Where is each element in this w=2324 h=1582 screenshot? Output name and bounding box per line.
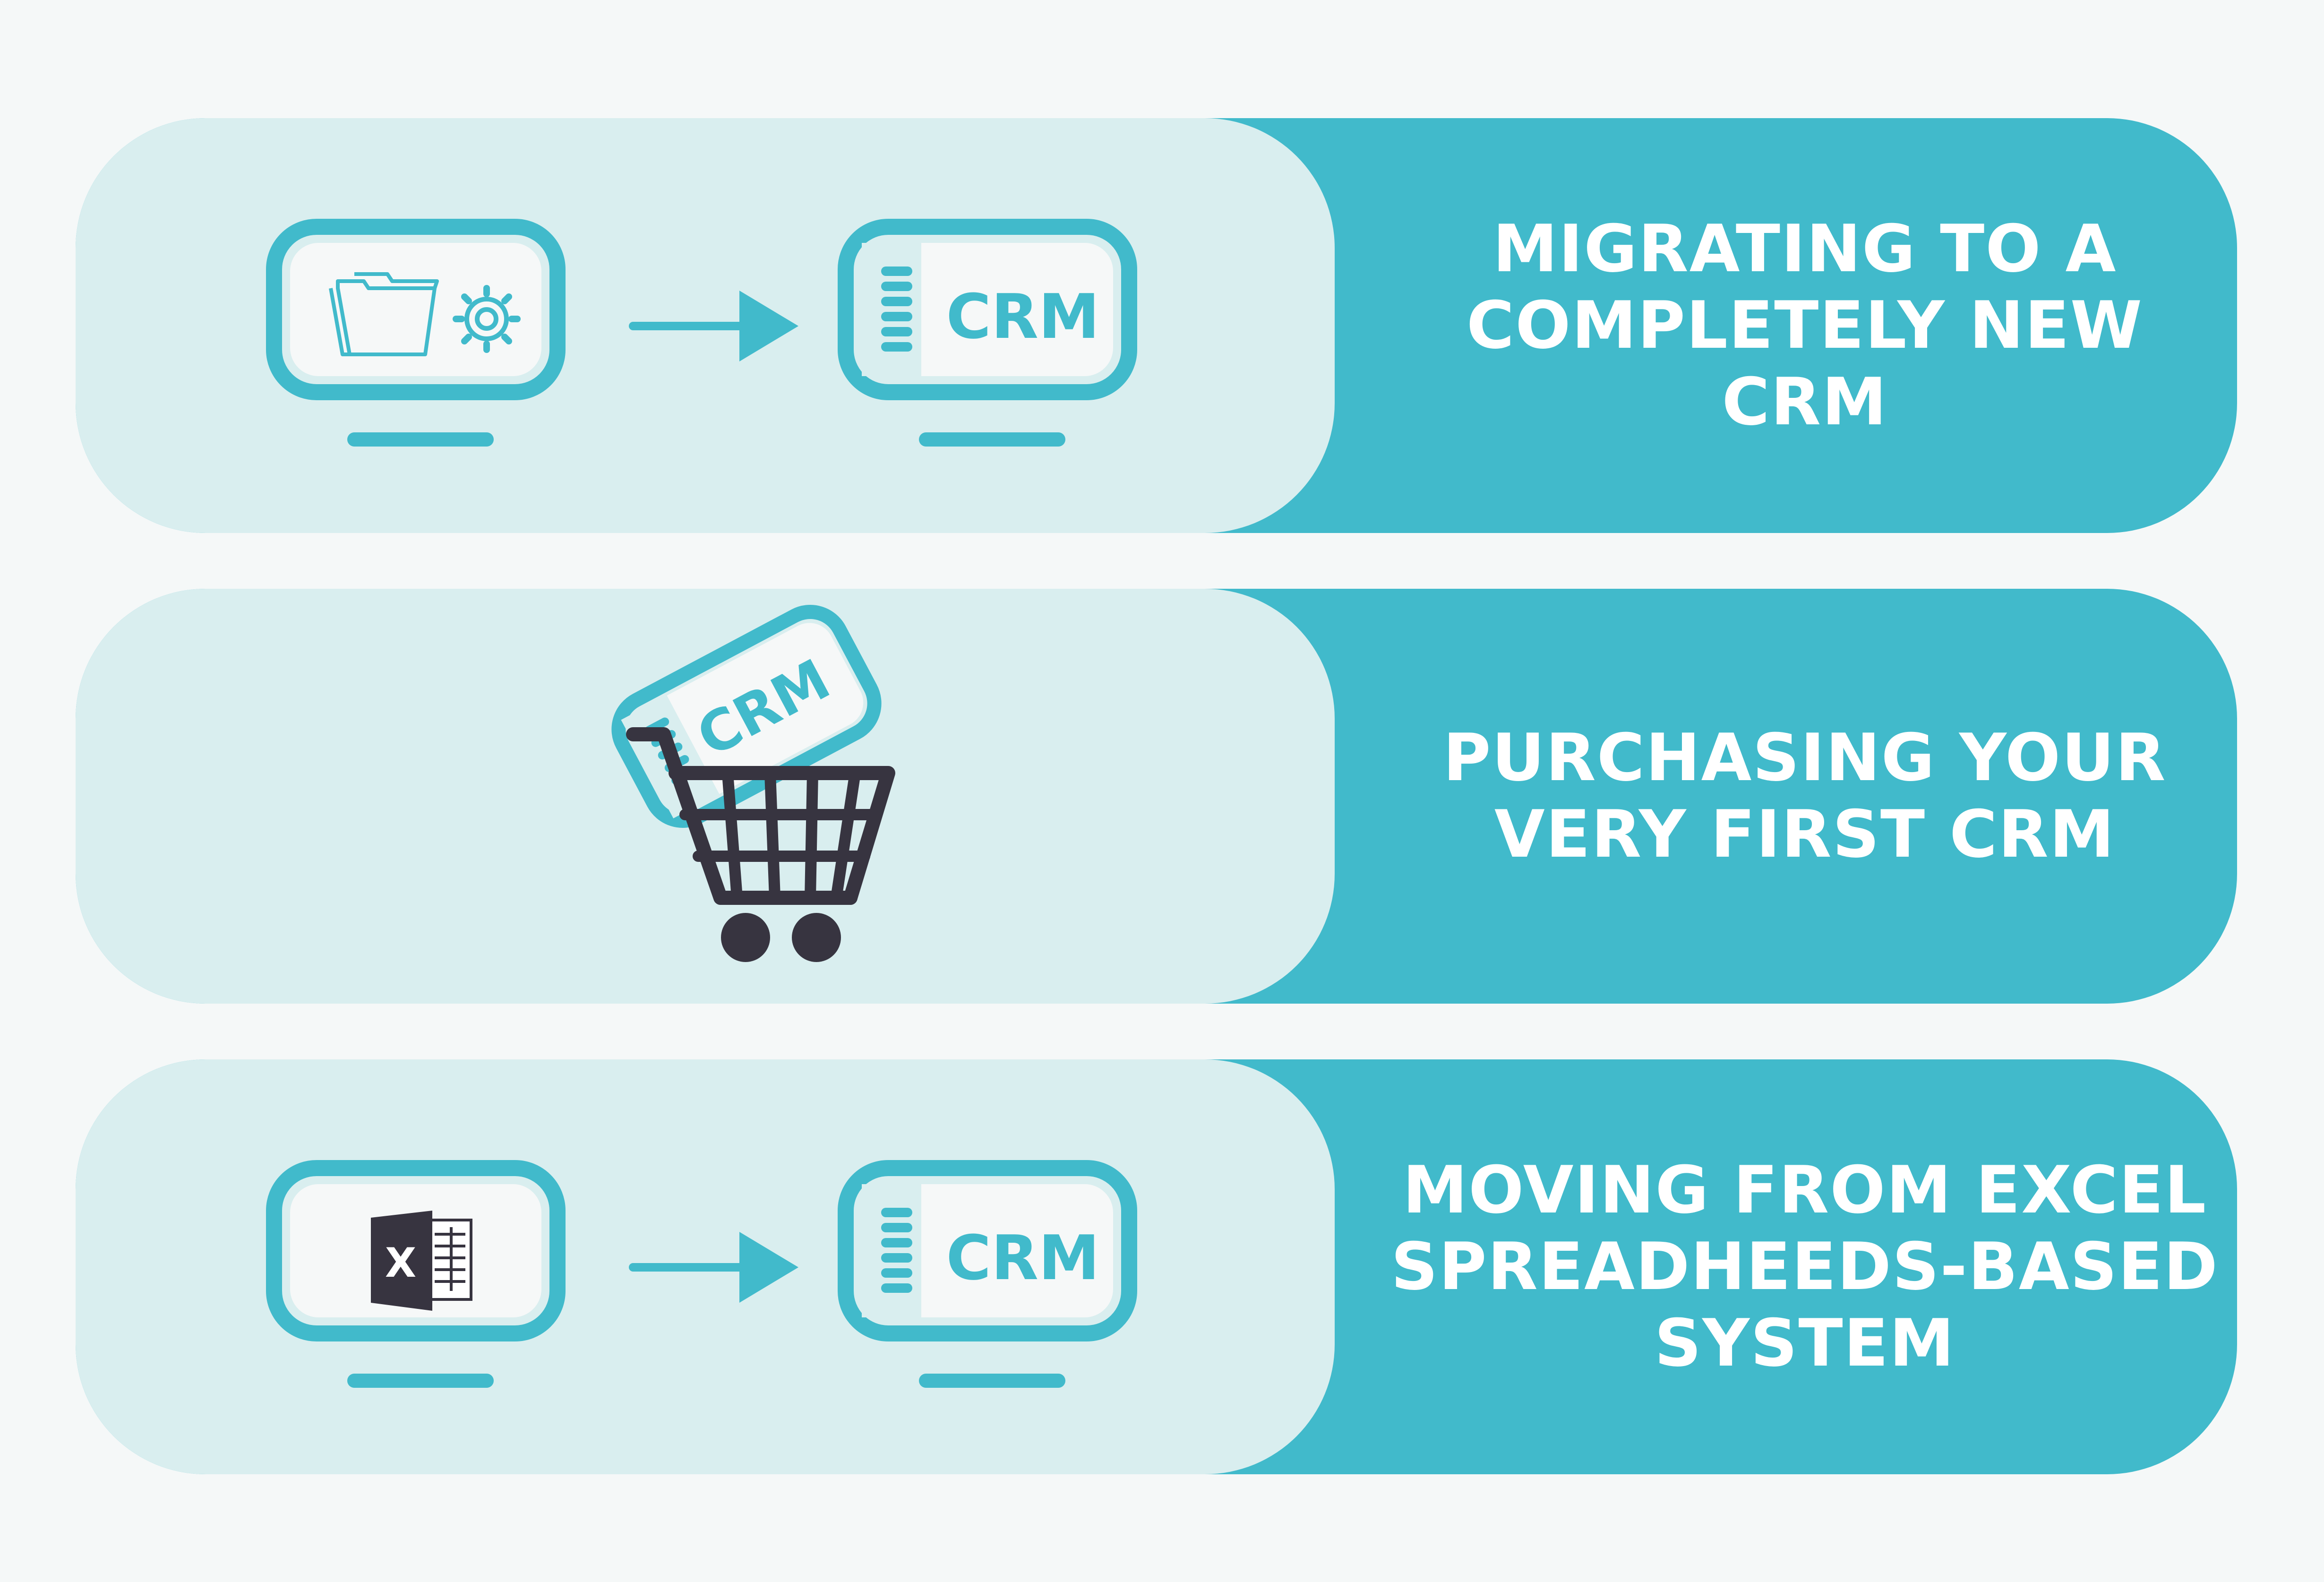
row-icons: CRM bbox=[266, 219, 1137, 447]
caption-line: PURCHASING YOUR bbox=[1443, 720, 2167, 796]
row-caption: MOVING FROM EXCEL SPREADHEEDS-BASED SYST… bbox=[1389, 1059, 2221, 1474]
caption-line: MOVING FROM EXCEL bbox=[1402, 1152, 2207, 1228]
gear-icon bbox=[453, 285, 521, 353]
row-background bbox=[76, 589, 2237, 1004]
excel-letter: X bbox=[385, 1239, 416, 1287]
crm-monitor-icon: CRM bbox=[838, 219, 1137, 447]
row-purchasing: CRM PURCHASING YOUR VERY FIRST CRM bbox=[76, 589, 2237, 1004]
source-monitor-icon bbox=[266, 219, 566, 447]
arrow-right-icon bbox=[629, 1232, 798, 1303]
cart-wheels-icon bbox=[721, 913, 841, 962]
caption-line: SYSTEM bbox=[1654, 1305, 1955, 1381]
caption-line: MIGRATING TO A bbox=[1492, 211, 2117, 287]
caption-line: COMPLETELY NEW bbox=[1466, 287, 2144, 363]
excel-icon: X bbox=[371, 1211, 472, 1311]
shopping-cart-icon bbox=[626, 727, 895, 905]
caption-line: CRM bbox=[1722, 364, 1888, 440]
crm-label: CRM bbox=[946, 1222, 1100, 1294]
crm-label: CRM bbox=[946, 281, 1100, 353]
row-icons: CRM bbox=[611, 604, 895, 962]
row-caption: PURCHASING YOUR VERY FIRST CRM bbox=[1389, 589, 2221, 1004]
row-caption: MIGRATING TO A COMPLETELY NEW CRM bbox=[1389, 118, 2221, 533]
crm-card-icon: CRM bbox=[611, 604, 882, 828]
row-migrating: CRM MIGRATING TO A COMPLETELY NEW CRM bbox=[76, 118, 2237, 533]
arrow-right-icon bbox=[629, 291, 798, 361]
row-moving-from-excel: X CRM bbox=[76, 1059, 2237, 1474]
crm-monitor-icon: CRM bbox=[838, 1160, 1137, 1388]
folder-icon bbox=[329, 272, 439, 356]
caption-line: SPREADHEEDS-BASED bbox=[1391, 1229, 2219, 1305]
row-icons: X CRM bbox=[266, 1160, 1137, 1388]
caption-line: VERY FIRST CRM bbox=[1494, 796, 2116, 872]
